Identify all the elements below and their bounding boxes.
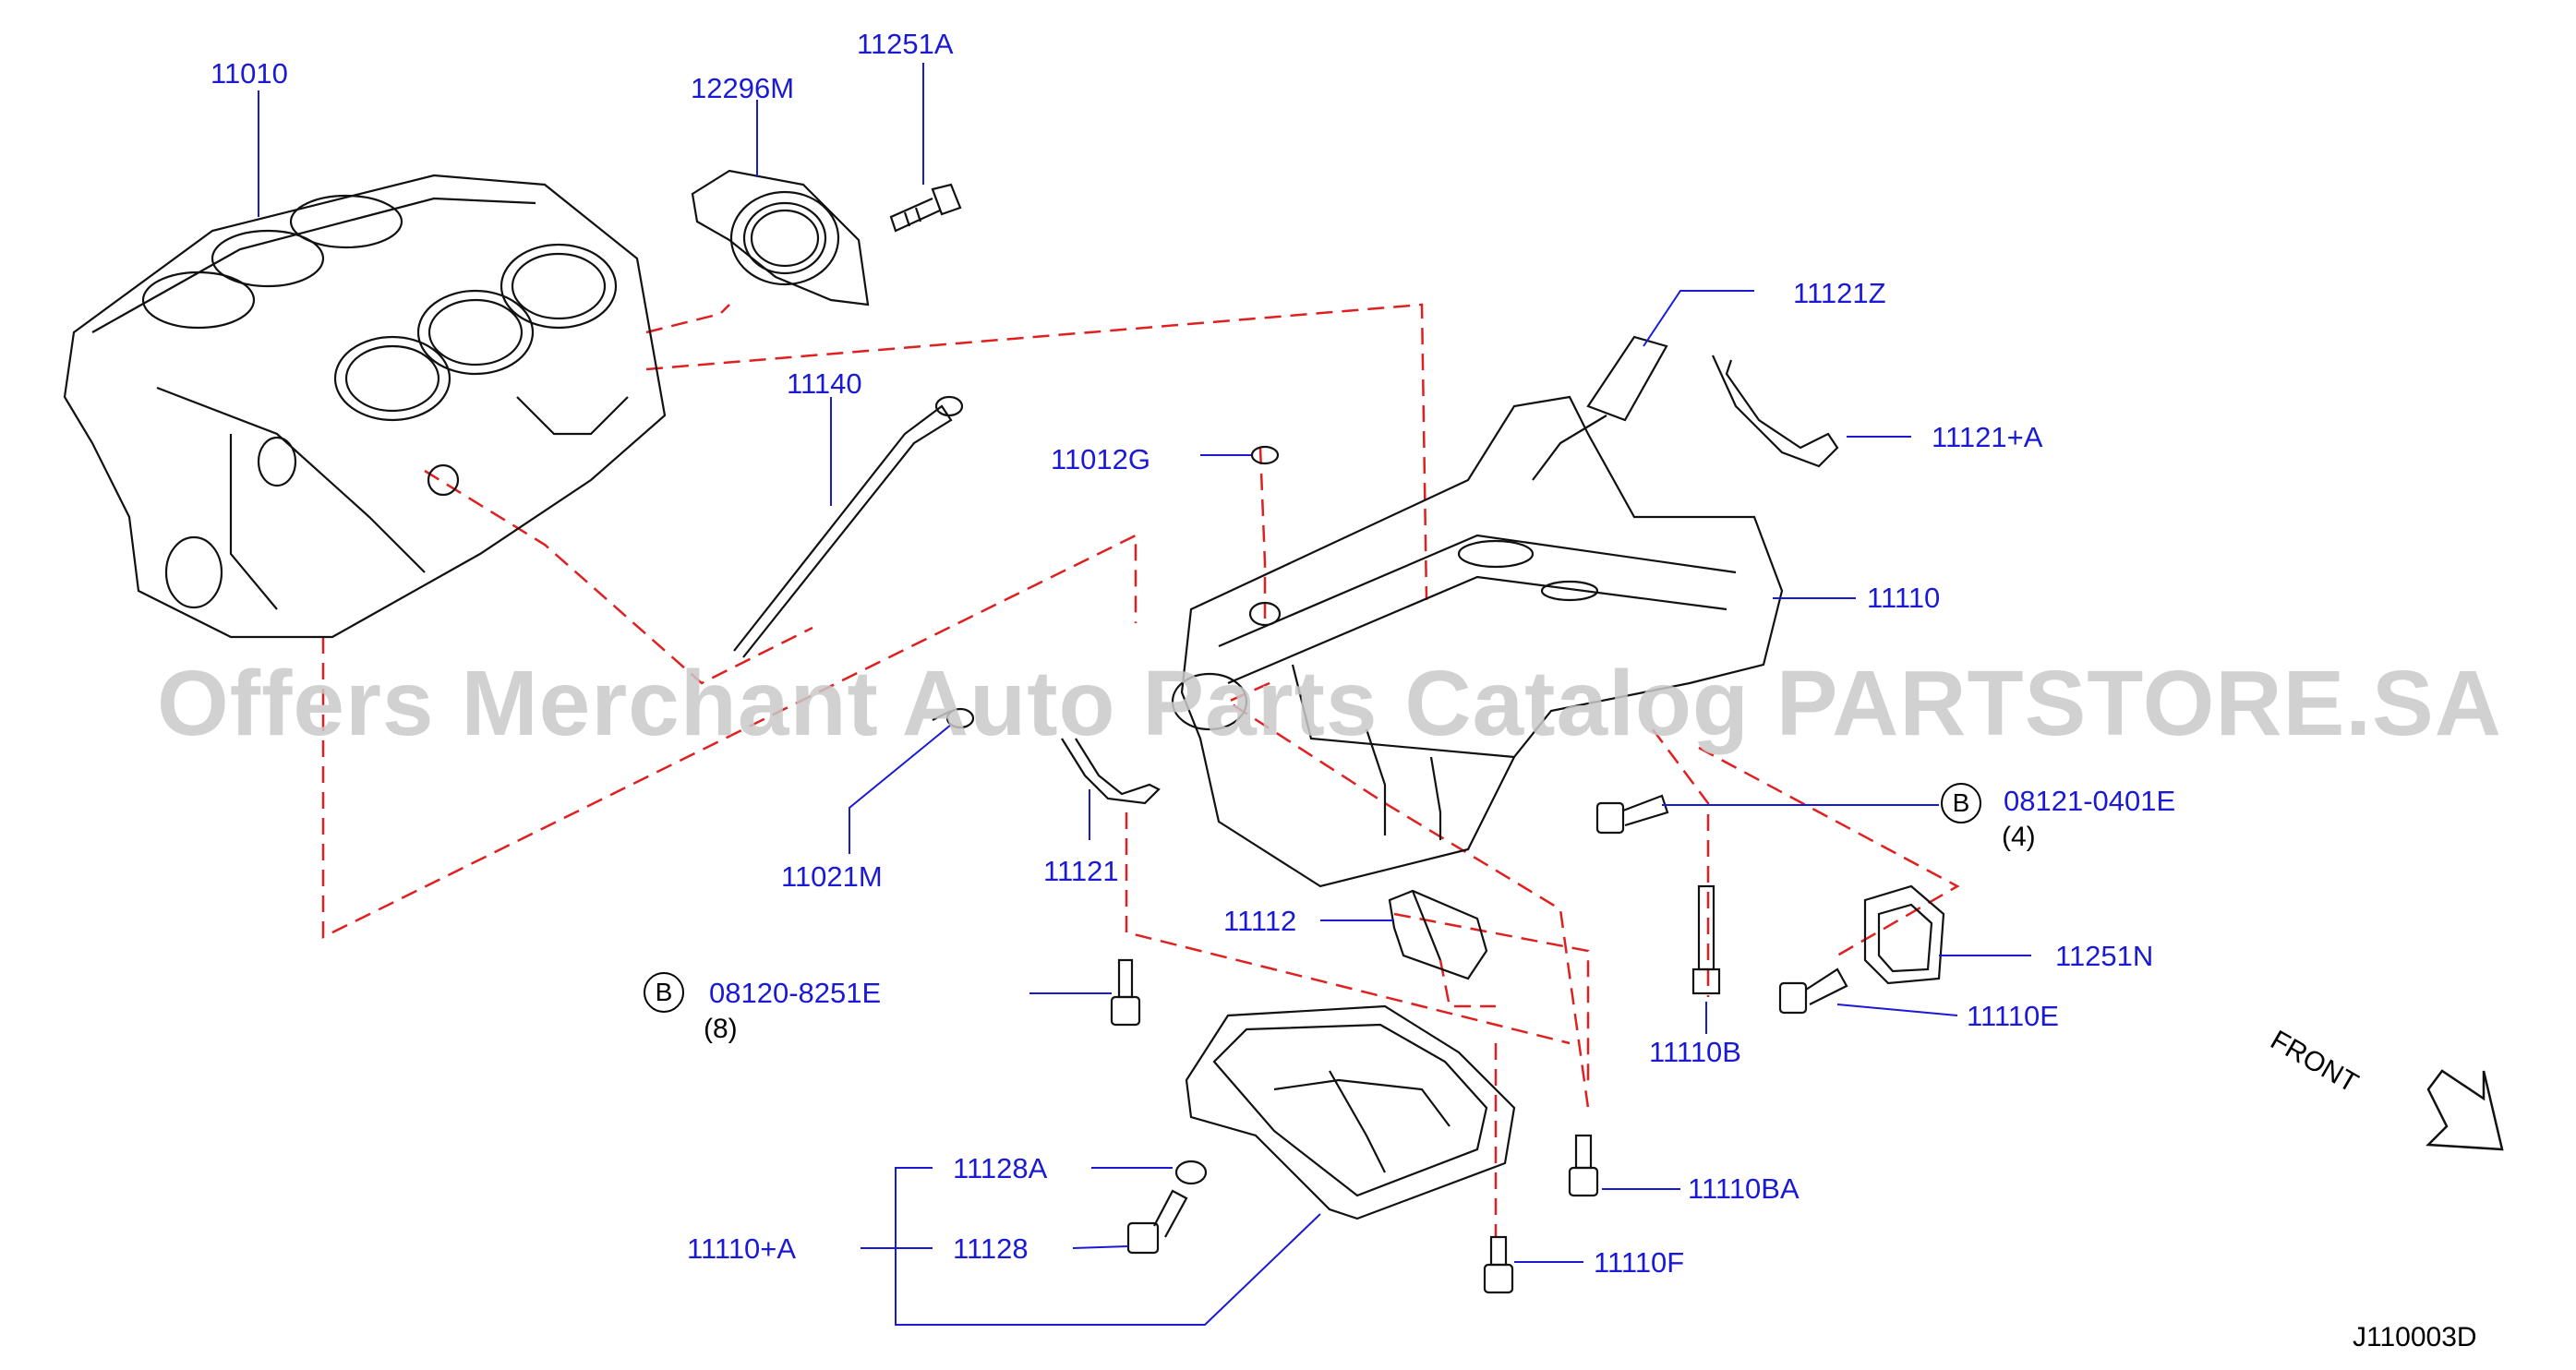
tube-11121Z-drawing bbox=[1532, 335, 1668, 481]
plug-11012G-drawing bbox=[1250, 445, 1280, 465]
bolts-drawing bbox=[1110, 794, 1945, 1294]
watermark: Offers Merchant Auto Parts Catalog PARTS… bbox=[157, 652, 2502, 755]
label-11121Z[interactable]: 11121Z bbox=[1793, 277, 1886, 309]
dipstick-drawing bbox=[733, 395, 964, 658]
label-11021M[interactable]: 11021M bbox=[781, 860, 883, 893]
label-11112[interactable]: 11112 bbox=[1223, 905, 1297, 937]
upper-oil-pan-drawing bbox=[1171, 395, 1784, 888]
label-08120-8251E[interactable]: 08120-8251E bbox=[709, 977, 882, 1009]
bolt-marker-b-lower: B bbox=[644, 972, 684, 1013]
label-11110E[interactable]: 11110E bbox=[1967, 1000, 2059, 1032]
leader-lines bbox=[258, 63, 2031, 1326]
label-11128A[interactable]: 11128A bbox=[953, 1152, 1048, 1184]
label-11012G[interactable]: 11012G bbox=[1051, 443, 1151, 475]
bolt-11251A-drawing bbox=[889, 183, 962, 233]
rear-oil-seal-drawing bbox=[691, 169, 870, 306]
label-11121[interactable]: 11121 bbox=[1043, 855, 1119, 887]
label-11128[interactable]: 11128 bbox=[953, 1232, 1029, 1265]
label-11140[interactable]: 11140 bbox=[787, 367, 862, 400]
label-08121-0401E[interactable]: 08121-0401E bbox=[2004, 785, 2176, 817]
baffle-11121A-drawing bbox=[1711, 355, 1839, 468]
label-11110-A[interactable]: 11110+A bbox=[687, 1232, 797, 1265]
tube-11021M-drawing bbox=[932, 707, 975, 729]
cylinder-block-drawing bbox=[63, 174, 667, 639]
baffle-11121-drawing bbox=[1061, 738, 1161, 805]
bracket-11112-drawing bbox=[1388, 889, 1488, 980]
assembly-dashed-lines bbox=[321, 303, 1960, 1237]
bolt-marker-b-upper: B bbox=[1941, 783, 1981, 823]
label-11251A[interactable]: 11251A bbox=[857, 28, 954, 60]
label-11110F[interactable]: 11110F bbox=[1594, 1246, 1685, 1279]
diagram-code: J110003D bbox=[2353, 1322, 2477, 1352]
lower-oil-pan-drawing bbox=[1185, 1004, 1516, 1220]
front-arrow-icon bbox=[2426, 1069, 2504, 1151]
qty-08120-8251E: (8) bbox=[704, 1014, 738, 1044]
label-11110BA[interactable]: 11110BA bbox=[1688, 1172, 1800, 1205]
label-11121-A[interactable]: 11121+A bbox=[1932, 421, 2043, 453]
label-11251N[interactable]: 11251N bbox=[2055, 940, 2154, 972]
label-11010[interactable]: 11010 bbox=[211, 57, 288, 90]
label-11110B[interactable]: 11110B bbox=[1649, 1036, 1741, 1068]
qty-08121-0401E: (4) bbox=[2002, 822, 2036, 852]
label-12296M[interactable]: 12296M bbox=[691, 72, 795, 104]
label-11110[interactable]: 11110 bbox=[1867, 582, 1941, 614]
